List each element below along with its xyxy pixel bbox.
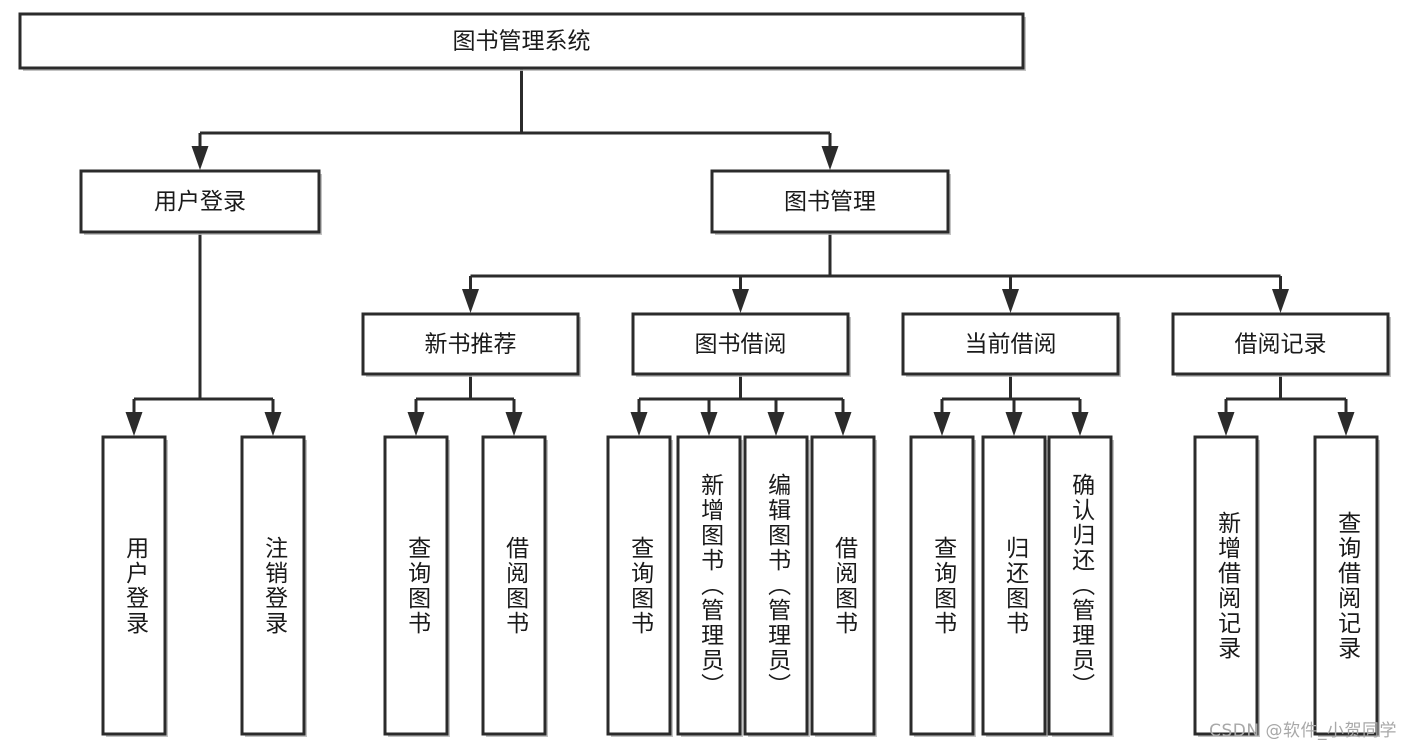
- node-leaf-borrow-1[interactable]: [606, 435, 673, 737]
- node-box[interactable]: [810, 435, 876, 736]
- node-borrow[interactable]: 图书借阅: [631, 312, 851, 377]
- node-box[interactable]: [79, 169, 321, 234]
- node-label: 图书管理系统: [453, 29, 591, 55]
- node-box[interactable]: [676, 435, 742, 736]
- node-box[interactable]: [481, 435, 547, 736]
- node-box[interactable]: [981, 435, 1047, 736]
- node-login[interactable]: 用户登录: [79, 169, 322, 235]
- node-box[interactable]: [1047, 435, 1113, 736]
- node-leaf-borrow-2[interactable]: [676, 435, 743, 737]
- node-leaf-cur-2[interactable]: [981, 435, 1048, 737]
- node-leaf-borrow-4[interactable]: [810, 435, 877, 737]
- node-label: 图书管理: [784, 189, 876, 215]
- edge-group: [191, 68, 839, 170]
- node-box[interactable]: [383, 435, 449, 736]
- node-leaf-login-2[interactable]: [240, 435, 307, 737]
- edge-group: [407, 374, 523, 436]
- node-label: 新书推荐: [425, 332, 517, 358]
- node-box[interactable]: [901, 312, 1120, 376]
- edge-group: [462, 232, 1289, 313]
- node-current[interactable]: 当前借阅: [901, 312, 1121, 377]
- node-box[interactable]: [631, 312, 850, 376]
- node-label: 当前借阅: [965, 332, 1057, 358]
- node-box[interactable]: [240, 435, 306, 736]
- node-leaf-new-2[interactable]: [481, 435, 548, 737]
- node-box[interactable]: [1313, 435, 1379, 736]
- node-box[interactable]: [909, 435, 975, 736]
- node-records[interactable]: 借阅记录: [1171, 312, 1391, 377]
- watermark-text: CSDN @软件_小贺同学: [1209, 721, 1397, 741]
- node-box[interactable]: [361, 312, 580, 376]
- edge-group: [125, 232, 282, 436]
- node-leaf-cur-1[interactable]: [909, 435, 976, 737]
- edge-group: [933, 374, 1089, 436]
- node-box[interactable]: [606, 435, 672, 736]
- node-leaf-rec-1[interactable]: [1193, 435, 1260, 737]
- node-box[interactable]: [710, 169, 950, 234]
- edge-group: [1217, 374, 1355, 436]
- node-box[interactable]: [101, 435, 167, 736]
- node-root[interactable]: 图书管理系统: [18, 12, 1026, 71]
- node-box[interactable]: [743, 435, 809, 736]
- node-leaf-borrow-3[interactable]: [743, 435, 810, 737]
- node-leaf-login-1[interactable]: [101, 435, 168, 737]
- node-newbook[interactable]: 新书推荐: [361, 312, 581, 377]
- edge-group: [630, 374, 852, 436]
- node-box[interactable]: [1193, 435, 1259, 736]
- node-label: 图书借阅: [695, 332, 787, 358]
- node-label: 用户登录: [154, 189, 246, 215]
- edges-layer: [125, 68, 1355, 436]
- node-bookmgmt[interactable]: 图书管理: [710, 169, 951, 235]
- node-leaf-new-1[interactable]: [383, 435, 450, 737]
- node-leaf-cur-3[interactable]: [1047, 435, 1114, 737]
- node-label: 借阅记录: [1235, 332, 1327, 358]
- node-box[interactable]: [18, 12, 1025, 70]
- node-leaf-rec-2[interactable]: [1313, 435, 1380, 737]
- node-box[interactable]: [1171, 312, 1390, 376]
